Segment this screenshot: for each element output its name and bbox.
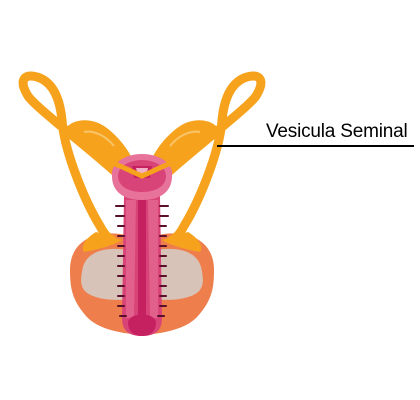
seminal-vesicle-right [150, 120, 218, 168]
vesicula-seminal-label: Vesicula Seminal [266, 121, 408, 142]
seminal-vesicle-left [66, 120, 134, 168]
vas-deferens-left [18, 71, 127, 252]
urethra-body [122, 196, 162, 336]
urethral-glands [115, 205, 169, 317]
ejaculatory-ducts [101, 157, 183, 179]
vas-deferens-right [157, 71, 266, 252]
